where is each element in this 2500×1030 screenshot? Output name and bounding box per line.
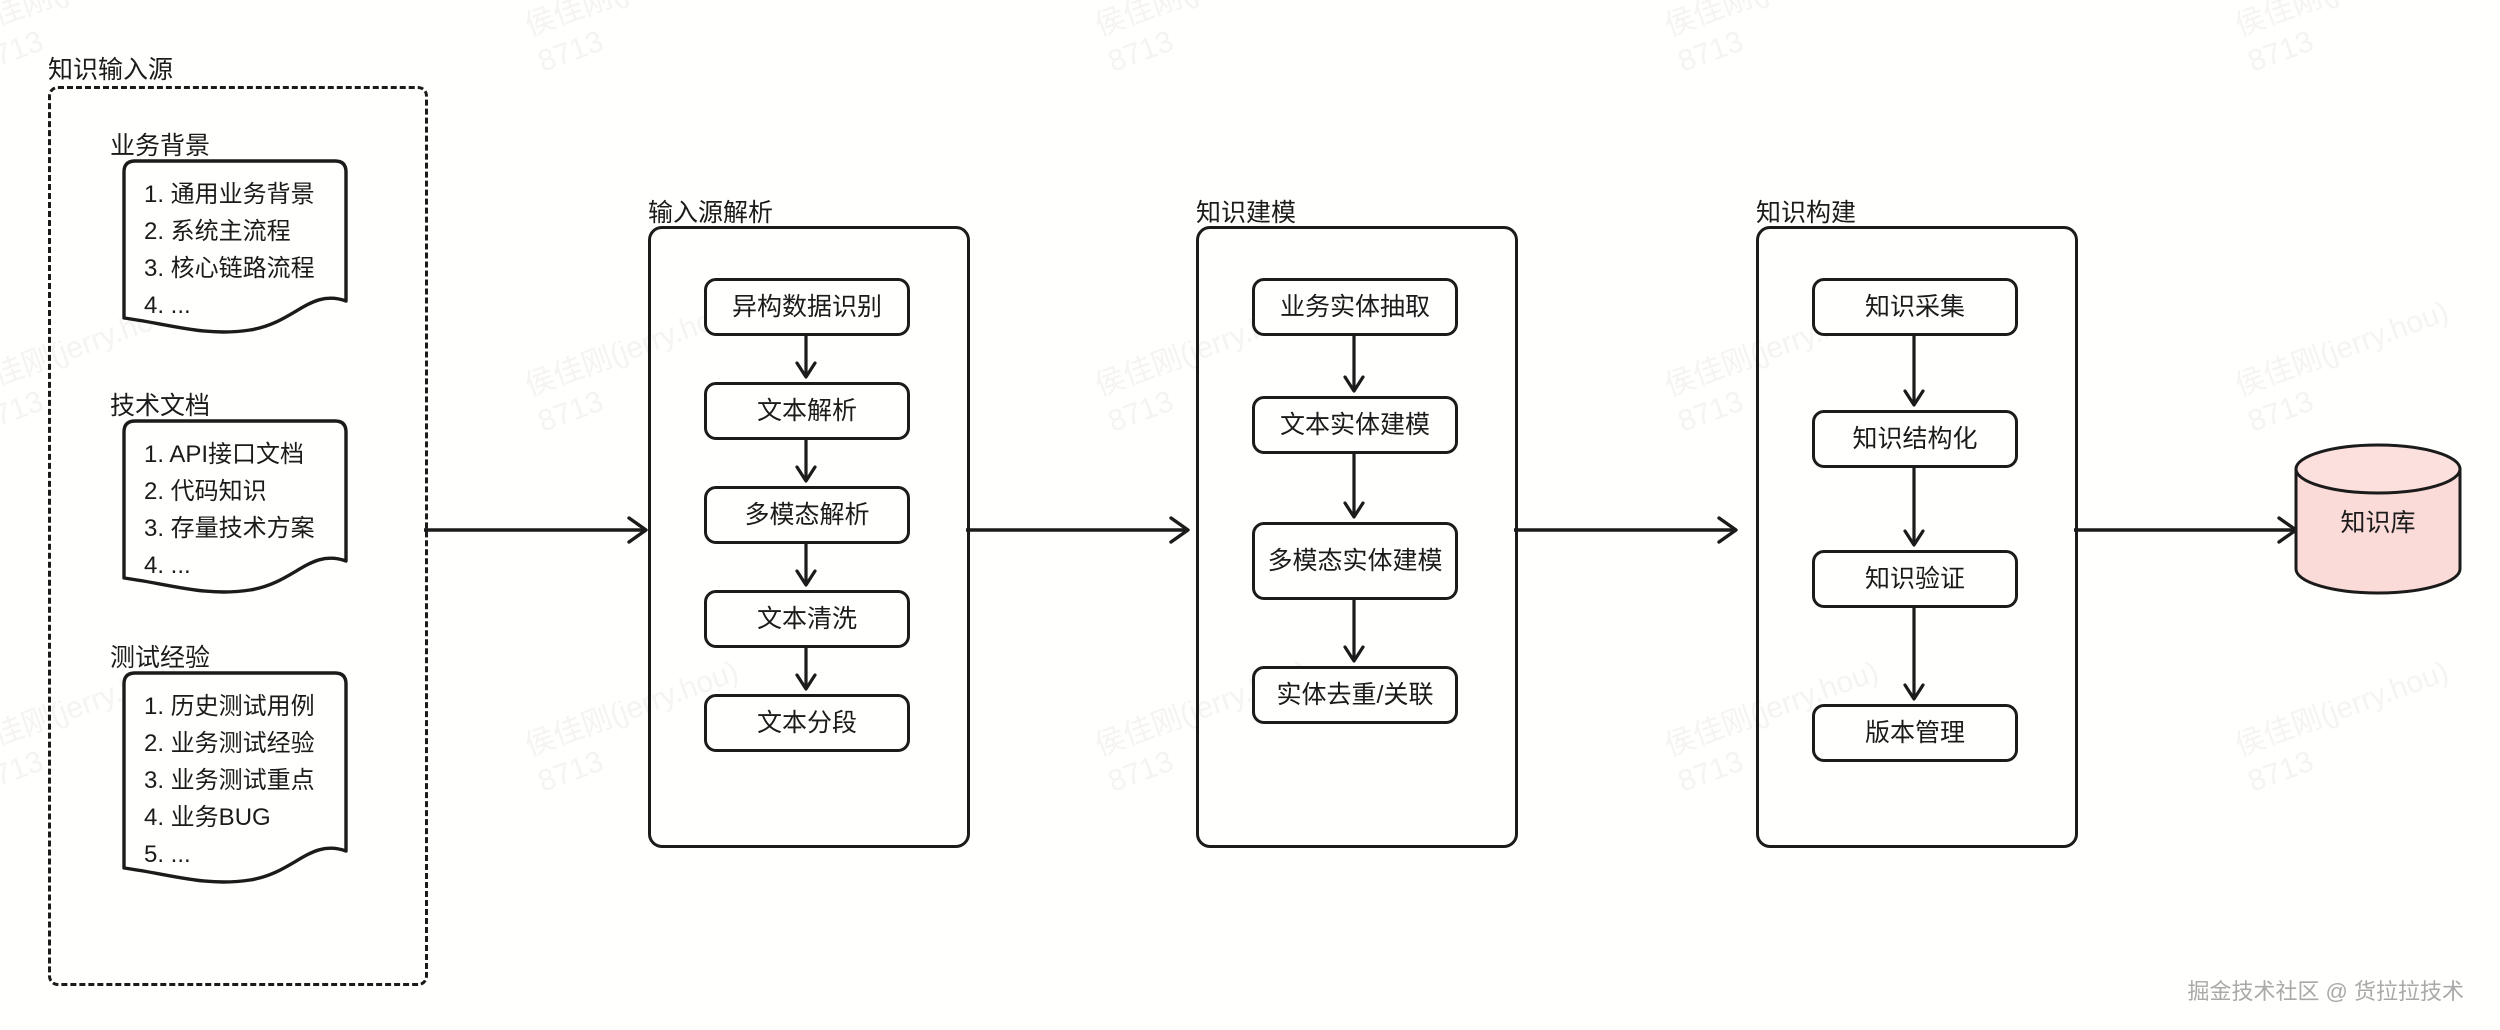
node-text-entity-modeling[interactable]: 文本实体建模 (1252, 396, 1458, 454)
doc-item: 1. 历史测试用例 (144, 693, 315, 720)
stage-panel-knowledge-modeling (1196, 226, 1518, 848)
doc-card-test-experience[interactable]: 1. 历史测试用例 2. 业务测试经验 3. 业务测试重点 4. 业务BUG 5… (110, 670, 360, 888)
doc-item: 2. 业务测试经验 (144, 730, 315, 757)
stage-label-input-parsing: 输入源解析 (648, 199, 774, 227)
node-heterogeneous-data-recognition[interactable]: 异构数据识别 (704, 278, 910, 336)
knowledge-base-label: 知识库 (2340, 509, 2416, 537)
arrow-input-to-parsing (424, 515, 654, 545)
node-version-management[interactable]: 版本管理 (1812, 704, 2018, 762)
node-text-cleaning[interactable]: 文本清洗 (704, 590, 910, 648)
arrow-modeling-to-construction (1514, 515, 1744, 545)
node-knowledge-validation[interactable]: 知识验证 (1812, 550, 2018, 608)
doc-card-items: 1. 历史测试用例 2. 业务测试经验 3. 业务测试重点 4. 业务BUG 5… (144, 688, 315, 873)
watermark: 侯佳刚(jerry.hou) 8713 (1661, 0, 1883, 79)
doc-item: 4. 业务BUG (144, 804, 271, 831)
doc-item: 3. 核心链路流程 (144, 255, 315, 282)
watermark: 侯佳刚(jerry.hou) 8713 (521, 0, 743, 79)
stage-label-knowledge-modeling: 知识建模 (1196, 199, 1297, 227)
doc-card-tech-docs[interactable]: 1. API接口文档 2. 代码知识 3. 存量技术方案 4. ... (110, 418, 360, 598)
doc-card-title-tech-docs: 技术文档 (110, 392, 211, 420)
doc-item: 4. ... (144, 292, 191, 319)
footer-credit: 掘金技术社区 @ 货拉拉技术 (2187, 979, 2464, 1004)
stage-label-knowledge-construction: 知识构建 (1756, 199, 1857, 227)
doc-card-title-business-background: 业务背景 (110, 132, 211, 160)
knowledge-base-cylinder[interactable]: 知识库 (2292, 443, 2464, 595)
doc-card-items: 1. API接口文档 2. 代码知识 3. 存量技术方案 4. ... (144, 436, 315, 584)
stage-panel-input-parsing (648, 226, 970, 848)
watermark: 侯佳刚(jerry.hou) 8713 (1091, 0, 1313, 79)
arrow-parsing-to-modeling (966, 515, 1196, 545)
doc-item: 1. API接口文档 (144, 441, 305, 468)
stage-panel-knowledge-construction (1756, 226, 2078, 848)
node-business-entity-extraction[interactable]: 业务实体抽取 (1252, 278, 1458, 336)
watermark: 侯佳刚(jerry.hou) 8713 (2230, 655, 2453, 799)
node-text-segmentation[interactable]: 文本分段 (704, 694, 910, 752)
node-entity-dedup-linking[interactable]: 实体去重/关联 (1252, 666, 1458, 724)
doc-item: 2. 代码知识 (144, 478, 267, 505)
doc-card-business-background[interactable]: 1. 通用业务背景 2. 系统主流程 3. 核心链路流程 4. ... (110, 158, 360, 338)
doc-item: 5. ... (144, 841, 191, 868)
input-group-container (48, 86, 428, 986)
node-text-parsing[interactable]: 文本解析 (704, 382, 910, 440)
watermark: 侯佳刚(jerry.hou) 8713 (2230, 295, 2453, 439)
doc-item: 2. 系统主流程 (144, 218, 291, 245)
input-group-label: 知识输入源 (48, 56, 174, 84)
watermark: 侯佳刚(jerry.hou) 8713 (2231, 0, 2453, 79)
doc-card-title-test-experience: 测试经验 (110, 644, 211, 672)
node-knowledge-collection[interactable]: 知识采集 (1812, 278, 2018, 336)
doc-item: 3. 业务测试重点 (144, 767, 315, 794)
doc-card-items: 1. 通用业务背景 2. 系统主流程 3. 核心链路流程 4. ... (144, 176, 315, 324)
arrow-construction-to-knowledge-base (2074, 515, 2304, 545)
node-multimodal-parsing[interactable]: 多模态解析 (704, 486, 910, 544)
doc-item: 3. 存量技术方案 (144, 515, 315, 542)
node-knowledge-structuring[interactable]: 知识结构化 (1812, 410, 2018, 468)
node-multimodal-entity-modeling[interactable]: 多模态实体建模 (1252, 522, 1458, 600)
doc-item: 4. ... (144, 552, 191, 579)
doc-item: 1. 通用业务背景 (144, 181, 315, 208)
